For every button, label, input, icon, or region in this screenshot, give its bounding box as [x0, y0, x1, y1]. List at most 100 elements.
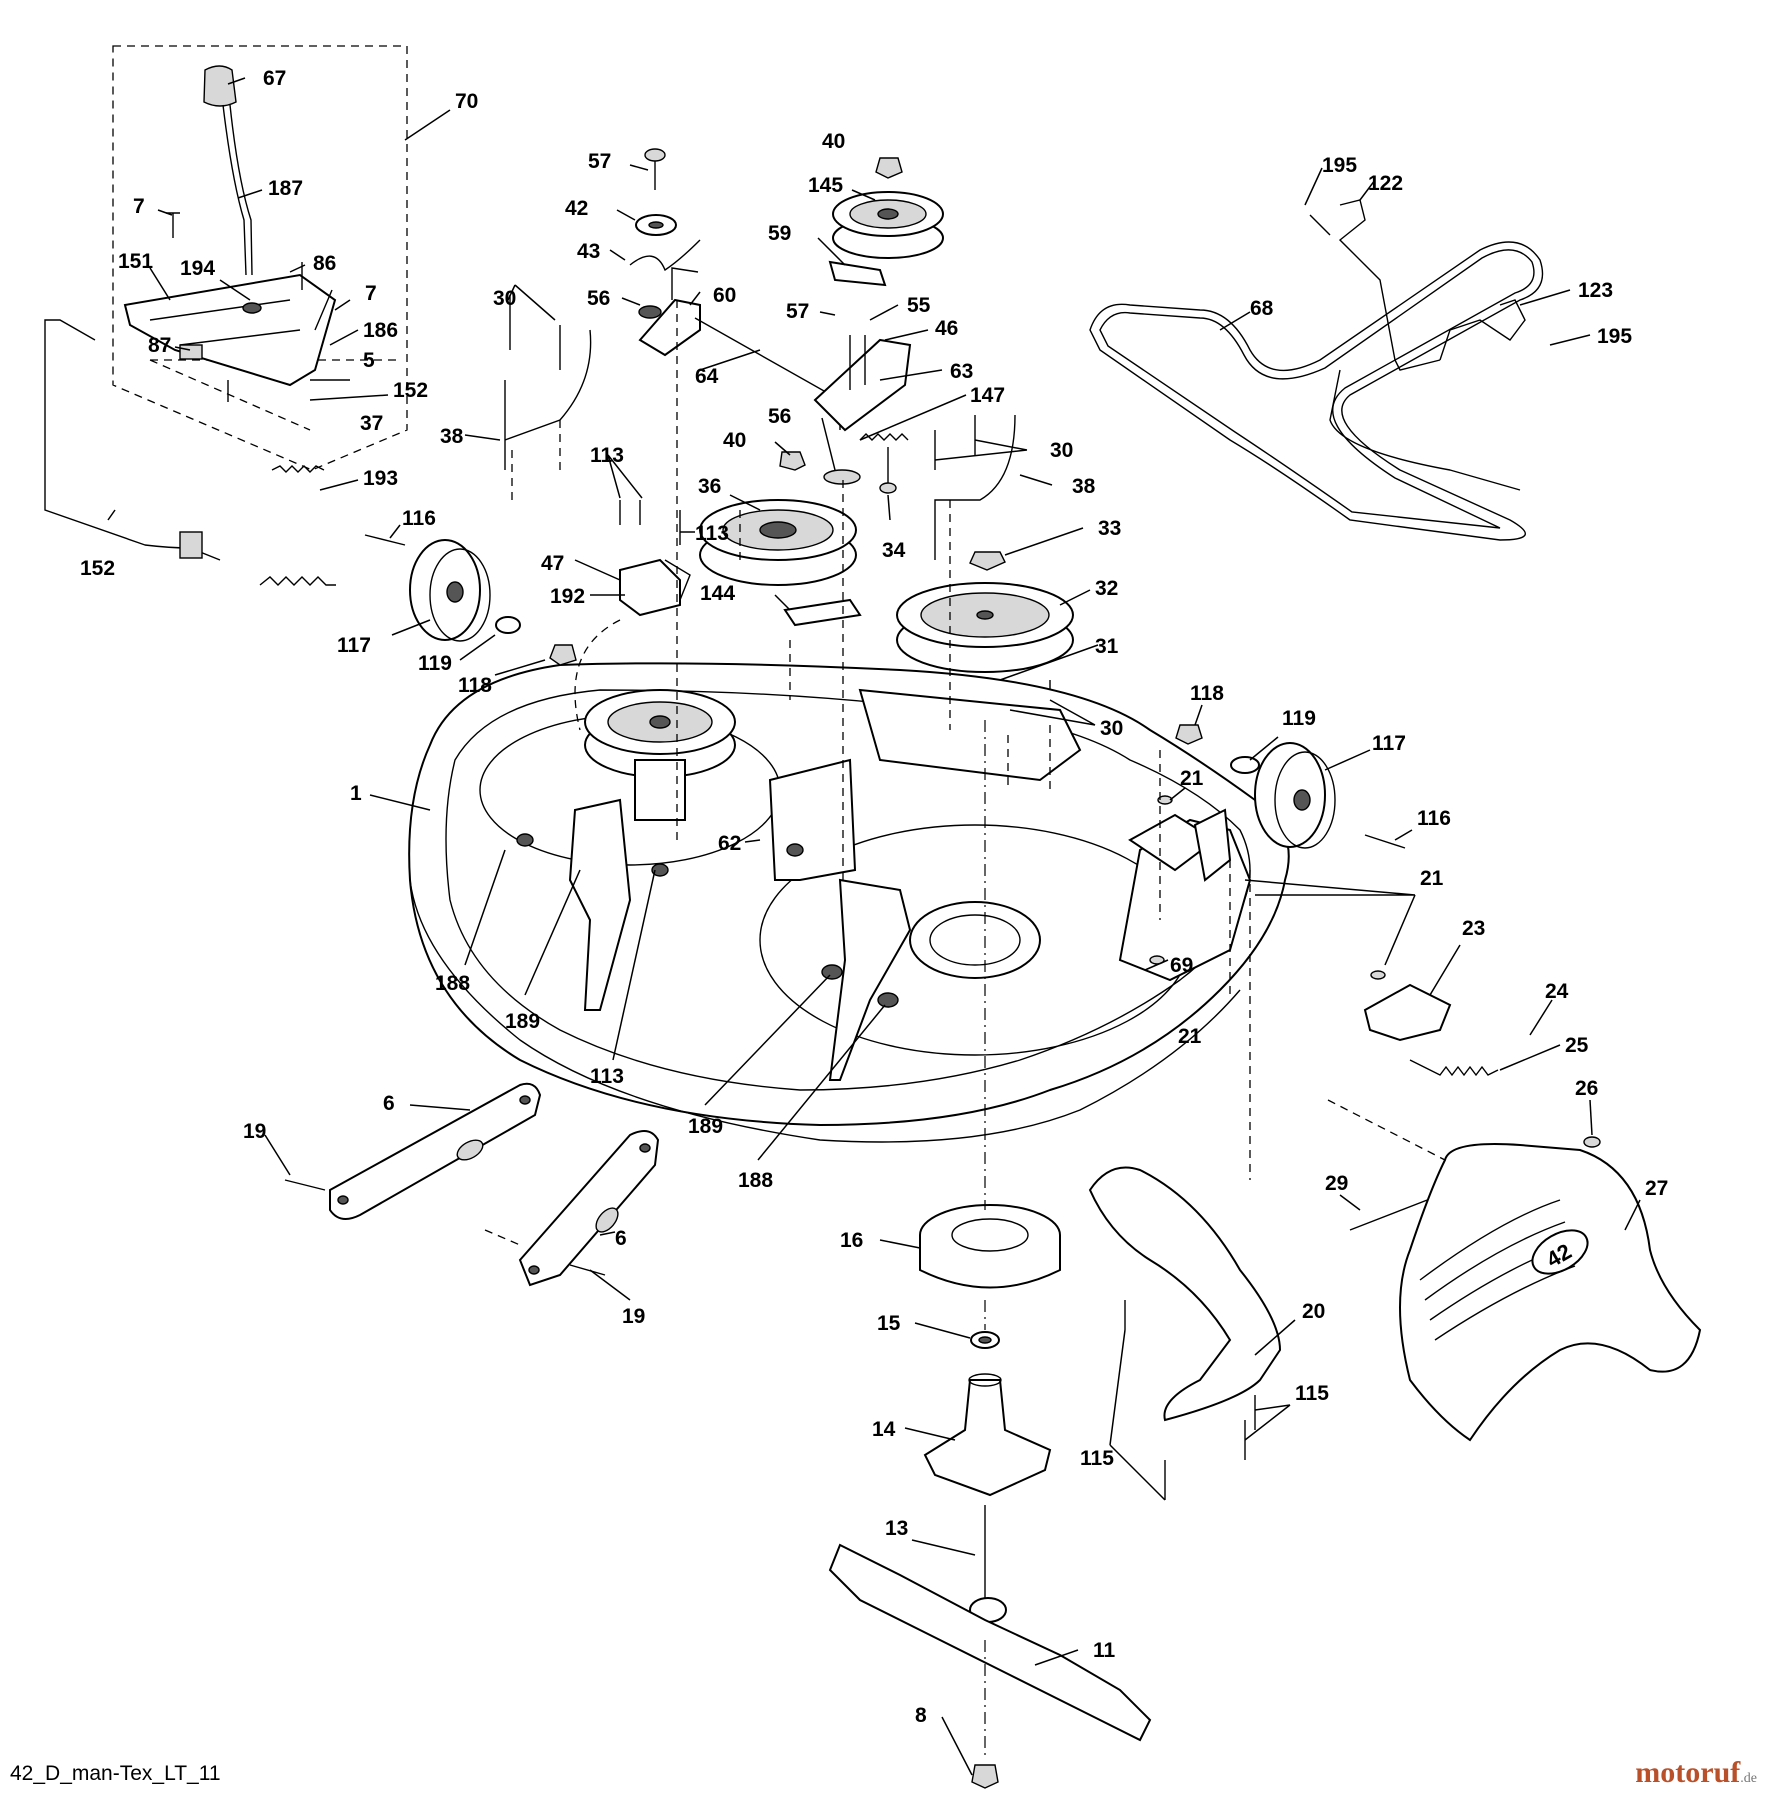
callout-19-b: 19	[622, 1305, 645, 1328]
callout-69: 69	[1170, 954, 1193, 977]
callout-68: 68	[1250, 297, 1274, 320]
callout-19: 19	[243, 1120, 266, 1143]
callout-55: 55	[907, 294, 931, 317]
callout-14: 14	[872, 1418, 896, 1441]
callout-30: 30	[493, 287, 516, 310]
callout-15: 15	[877, 1312, 901, 1335]
callout-86: 86	[313, 252, 336, 275]
callout-144: 144	[700, 582, 735, 605]
callout-57: 57	[588, 150, 611, 173]
callout-188: 188	[435, 972, 470, 995]
callout-115-b: 115	[1295, 1382, 1329, 1405]
gauge-wheel-right	[1175, 724, 1406, 849]
callout-5: 5	[363, 349, 375, 372]
callout-87: 87	[148, 334, 171, 357]
callout-187: 187	[268, 177, 303, 200]
callout-147: 147	[970, 384, 1005, 407]
callout-21: 21	[1180, 767, 1204, 790]
callout-31: 31	[1095, 635, 1119, 658]
callout-1: 1	[350, 782, 362, 805]
callout-152-b: 152	[80, 557, 115, 580]
callout-7-b: 7	[365, 282, 377, 305]
callout-145: 145	[808, 174, 843, 197]
callout-60: 60	[713, 284, 736, 307]
callout-20: 20	[1302, 1300, 1325, 1323]
callout-21-c: 21	[1178, 1025, 1202, 1048]
callout-189: 189	[505, 1010, 540, 1033]
callout-6-b: 6	[615, 1227, 627, 1250]
callout-116-b: 116	[1417, 807, 1451, 830]
baffle-20	[1088, 1166, 1282, 1500]
callout-59: 59	[768, 222, 791, 245]
callout-56-b: 56	[768, 405, 791, 428]
callout-26: 26	[1575, 1077, 1598, 1100]
assembly-axes	[511, 300, 1446, 1180]
callout-8: 8	[915, 1704, 927, 1727]
watermark-main: motoruf	[1635, 1756, 1741, 1789]
pulley-36	[699, 499, 857, 586]
gauge-wheel-left	[364, 534, 577, 666]
callout-113: 113	[590, 444, 624, 467]
callout-25: 25	[1565, 1034, 1589, 1057]
callout-43: 43	[577, 240, 600, 263]
callout-151: 151	[118, 250, 153, 273]
callout-113-b: 113	[695, 522, 729, 545]
callout-47: 47	[541, 552, 564, 575]
callout-189-b: 189	[688, 1115, 723, 1138]
watermark-logo: motoruf.de	[1635, 1756, 1757, 1790]
callout-56: 56	[587, 287, 610, 310]
watermark-tld: .de	[1740, 1771, 1757, 1786]
idler-assembly	[504, 148, 1074, 725]
lift-lever-assembly	[44, 45, 408, 586]
callout-113-c: 113	[590, 1065, 624, 1088]
lever-plate	[123, 273, 337, 387]
deck-mandrel-pulley	[584, 689, 736, 821]
callout-186: 186	[363, 319, 398, 342]
callout-67: 67	[263, 67, 286, 90]
callout-117: 117	[337, 634, 371, 657]
callout-29: 29	[1325, 1172, 1348, 1195]
callout-64: 64	[695, 365, 719, 388]
drawing-code: 42_D_man-Tex_LT_11	[10, 1762, 221, 1785]
pulley-32	[896, 582, 1074, 673]
callout-38: 38	[440, 425, 464, 448]
callout-119-b: 119	[1282, 707, 1316, 730]
callout-32: 32	[1095, 577, 1118, 600]
callout-62: 62	[718, 832, 741, 855]
callout-195-b: 195	[1597, 325, 1632, 348]
callout-46: 46	[935, 317, 958, 340]
callout-118-b: 118	[1190, 682, 1224, 705]
callout-117-b: 117	[1372, 732, 1406, 755]
callout-33: 33	[1098, 517, 1121, 540]
callout-122: 122	[1368, 172, 1403, 195]
discharge-chute: 42	[1349, 970, 1702, 1442]
callout-21-b: 21	[1420, 867, 1444, 890]
callout-42: 42	[565, 197, 588, 220]
callout-57-b: 57	[786, 300, 809, 323]
lever-knob	[203, 65, 237, 107]
callout-123: 123	[1578, 279, 1613, 302]
callout-30-c: 30	[1100, 717, 1123, 740]
callout-24: 24	[1545, 980, 1569, 1003]
callout-30-b: 30	[1050, 439, 1073, 462]
callout-116: 116	[402, 507, 436, 530]
pulley-145	[832, 191, 944, 259]
callout-193: 193	[363, 467, 398, 490]
callout-194: 194	[180, 257, 215, 280]
spindle-stack	[828, 720, 1152, 1789]
callout-192: 192	[550, 585, 585, 608]
callout-37: 37	[360, 412, 383, 435]
callout-40: 40	[822, 130, 845, 153]
callout-labels: 67 70 187 7 86 151 194 7 87 186 5 152 37…	[80, 67, 1668, 1727]
callout-119: 119	[418, 652, 452, 675]
callout-13: 13	[885, 1517, 908, 1540]
callout-115: 115	[1080, 1447, 1114, 1470]
callout-36: 36	[698, 475, 721, 498]
belt-assembly	[1089, 199, 1544, 541]
callout-23: 23	[1462, 917, 1485, 940]
callout-34: 34	[882, 539, 906, 562]
mower-deck	[408, 662, 1290, 1143]
callout-6: 6	[383, 1092, 395, 1115]
